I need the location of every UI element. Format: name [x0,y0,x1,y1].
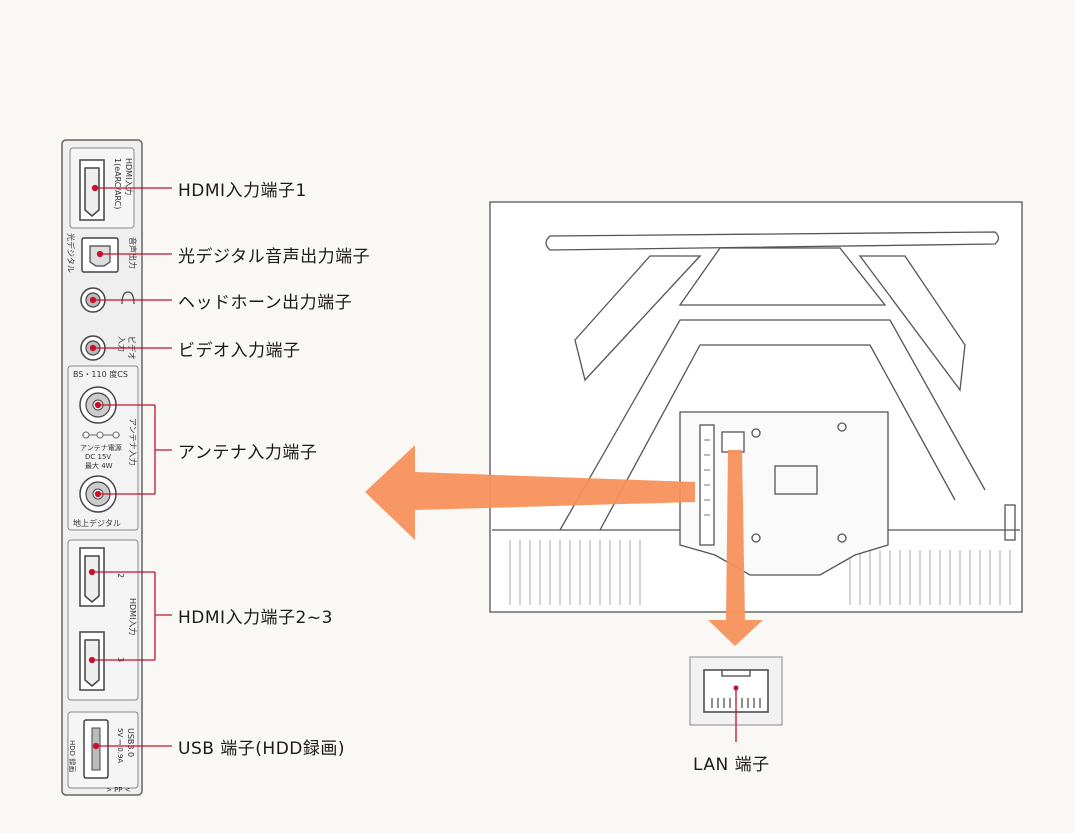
panel-label-antenna-in: アンテナ入力 [128,418,138,466]
antenna-connector-icon [79,386,117,513]
panel-label-hdmi-input: HDMI入力 [128,598,138,635]
hdmi-port-icon [79,159,105,221]
panel-label-hdd: HDD 録画 [68,740,77,772]
label-antenna: アンテナ入力端子 [178,443,318,463]
label-headphone: ヘッドホーン出力端子 [178,293,353,313]
terminal-panel: HDMI入力 1(eARC/ARC) 音声出力 光デジタル ビデオ 入力 BS・… [61,139,143,796]
tv-back-illustration [489,201,1023,613]
label-video: ビデオ入力端子 [178,341,301,361]
panel-label-optical-a: 音声出力 [128,237,138,269]
label-lan: LAN 端子 [693,755,770,775]
panel-label-pp: > PP < [106,786,131,794]
arrow-left [365,445,695,540]
panel-label-video-b: 入力 [117,336,127,352]
lan-port-icon [689,656,783,742]
label-optical: 光デジタル音声出力端子 [178,247,371,267]
label-hdmi23: HDMI入力端子2~3 [178,608,333,628]
arrow-down [708,450,763,646]
panel-label-optical-b: 光デジタル [66,233,76,273]
panel-label-dc: DC 15V [85,453,111,461]
label-hdmi1: HDMI入力端子1 [178,181,307,201]
panel-label-max: 最大 4W [85,461,113,470]
panel-label-hdmi1-b: 1(eARC/ARC) [113,158,122,209]
panel-label-usb-a: USB3.0 [126,728,135,757]
leader-lines [88,184,172,750]
panel-label-terrestrial: 地上デジタル [73,518,121,528]
panel-label-hdmi1-a: HDMI入力 [124,158,134,195]
hdmi-port-icon [79,547,105,691]
label-usb: USB 端子(HDD録画) [178,739,346,759]
panel-label-bs-cs: BS・110 度CS [73,369,128,379]
antenna-power-symbol [82,431,120,439]
panel-label-hdmi2: 2 [116,573,125,578]
panel-label-antenna-power: アンテナ電源 [80,443,122,452]
